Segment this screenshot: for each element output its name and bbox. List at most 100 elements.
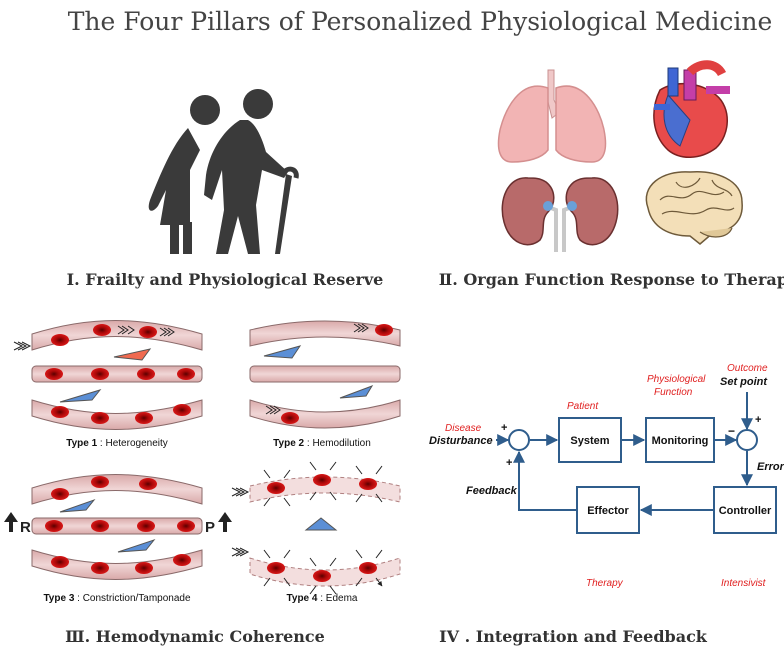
resistance-label: R	[20, 519, 31, 536]
red-blood-cell	[135, 562, 153, 574]
red-blood-cell	[313, 474, 331, 486]
input-summing-junction	[508, 429, 530, 451]
vessel	[249, 365, 401, 383]
flow-arrows	[265, 323, 369, 415]
disturbance-label: Disturbance	[429, 435, 493, 447]
pressure-label: P	[205, 519, 215, 536]
frailty-panel: Ⅰ. Frailty and Physiological Reserve	[67, 89, 384, 289]
red-blood-cell	[313, 570, 331, 582]
set-point-label: Set point	[720, 376, 768, 388]
frailty-caption: Ⅰ. Frailty and Physiological Reserve	[67, 270, 384, 289]
disease-label: Disease	[445, 423, 482, 434]
junction-minus: −	[728, 424, 735, 438]
lungs-icon	[497, 69, 607, 163]
elderly-couple-icon	[148, 89, 299, 254]
organ-caption: Ⅱ. Organ Function Response to Therapy	[439, 270, 784, 289]
red-blood-cell	[51, 334, 69, 346]
feedback-label: Feedback	[466, 485, 518, 497]
red-blood-cell	[267, 482, 285, 494]
red-blood-cell	[91, 520, 109, 532]
red-blood-cell	[91, 368, 109, 380]
effector-label: Effector	[587, 505, 629, 517]
red-blood-cell	[93, 324, 111, 336]
red-blood-cell	[91, 476, 109, 488]
type1-diagram: Type 1 : Heterogeneity	[13, 320, 203, 449]
type3-diagram: R P Type 3 : Constriction/Tamponade	[4, 474, 232, 604]
red-blood-cell	[267, 562, 285, 574]
leak-arrows	[263, 461, 382, 595]
patient-label: Patient	[567, 401, 599, 412]
hemodynamic-panel: Type 1 : Heterogeneity Type 2 : Hemodilu…	[4, 320, 401, 646]
red-blood-cell	[177, 368, 195, 380]
outcome-label: Outcome	[727, 363, 768, 374]
red-blood-cell	[173, 404, 191, 416]
red-blood-cell	[91, 562, 109, 574]
type2-label: Type 2 : Hemodilution	[273, 438, 371, 449]
tissue-cell-blue	[263, 345, 302, 359]
red-blood-cell	[139, 326, 157, 338]
red-blood-cell	[173, 554, 191, 566]
junction-plus-bottom: +	[506, 457, 512, 469]
flow-arrows	[231, 487, 250, 557]
red-blood-cell	[137, 368, 155, 380]
red-blood-cell	[359, 562, 377, 574]
vessel	[31, 320, 203, 351]
vessel	[31, 474, 203, 505]
vessel	[31, 365, 203, 383]
red-blood-cell	[135, 412, 153, 424]
red-blood-cell	[139, 478, 157, 490]
tissue-cell-red	[113, 348, 152, 361]
flow-arrows	[117, 325, 175, 337]
junction-plus-top: +	[501, 422, 507, 434]
controller-label: Controller	[719, 505, 772, 517]
inflow-arrows	[13, 341, 32, 351]
integration-caption: IV . Integration and Feedback	[439, 627, 708, 646]
type3-label: Type 3 : Constriction/Tamponade	[43, 593, 191, 604]
vessel	[31, 549, 203, 580]
figure-title: The Four Pillars of Personalized Physiol…	[68, 7, 773, 36]
vessel	[31, 517, 203, 535]
red-blood-cell	[91, 412, 109, 424]
red-blood-cell	[375, 324, 393, 336]
system-label: System	[570, 435, 609, 447]
physiological-label: Physiological	[647, 374, 706, 385]
kidneys-icon	[501, 177, 619, 252]
controller-block	[713, 486, 777, 534]
effector-block	[576, 486, 640, 534]
type1-label: Type 1 : Heterogeneity	[66, 438, 168, 449]
tissue-cell-blue	[339, 385, 374, 399]
error-label: Error	[757, 461, 784, 473]
red-blood-cell	[45, 520, 63, 532]
tissue-cell-blue	[117, 538, 156, 553]
monitoring-block	[645, 417, 715, 463]
error-summing-junction	[736, 429, 758, 451]
type2-diagram: Type 2 : Hemodilution	[249, 320, 401, 449]
type4-label: Type 4 : Edema	[287, 593, 358, 604]
red-blood-cell	[137, 520, 155, 532]
tissue-cell-blue	[59, 498, 96, 513]
heart-icon	[653, 60, 730, 158]
red-blood-cell	[45, 368, 63, 380]
brain-icon	[645, 171, 743, 245]
system-block	[558, 417, 622, 463]
red-blood-cell	[177, 520, 195, 532]
resistance-up-arrow-icon: R	[4, 512, 31, 536]
hemodynamic-caption: Ⅲ. Hemodynamic Coherence	[65, 627, 325, 646]
red-blood-cell	[281, 412, 299, 424]
tissue-cell-blue	[59, 389, 102, 403]
red-blood-cell	[359, 478, 377, 490]
therapy-label: Therapy	[586, 578, 624, 589]
vessel	[249, 399, 401, 429]
vessel	[31, 399, 203, 430]
red-blood-cell	[51, 406, 69, 418]
organ-panel: Ⅱ. Organ Function Response to Therapy	[439, 60, 784, 289]
red-blood-cell	[51, 556, 69, 568]
tissue-cell-blue	[304, 517, 338, 531]
type4-diagram: Type 4 : Edema	[231, 461, 401, 604]
red-blood-cell	[51, 488, 69, 500]
signal-arrows	[496, 392, 753, 516]
pressure-up-arrow-icon: P	[205, 512, 232, 536]
intensivist-label: Intensivist	[721, 578, 767, 589]
function-label: Function	[654, 387, 693, 398]
